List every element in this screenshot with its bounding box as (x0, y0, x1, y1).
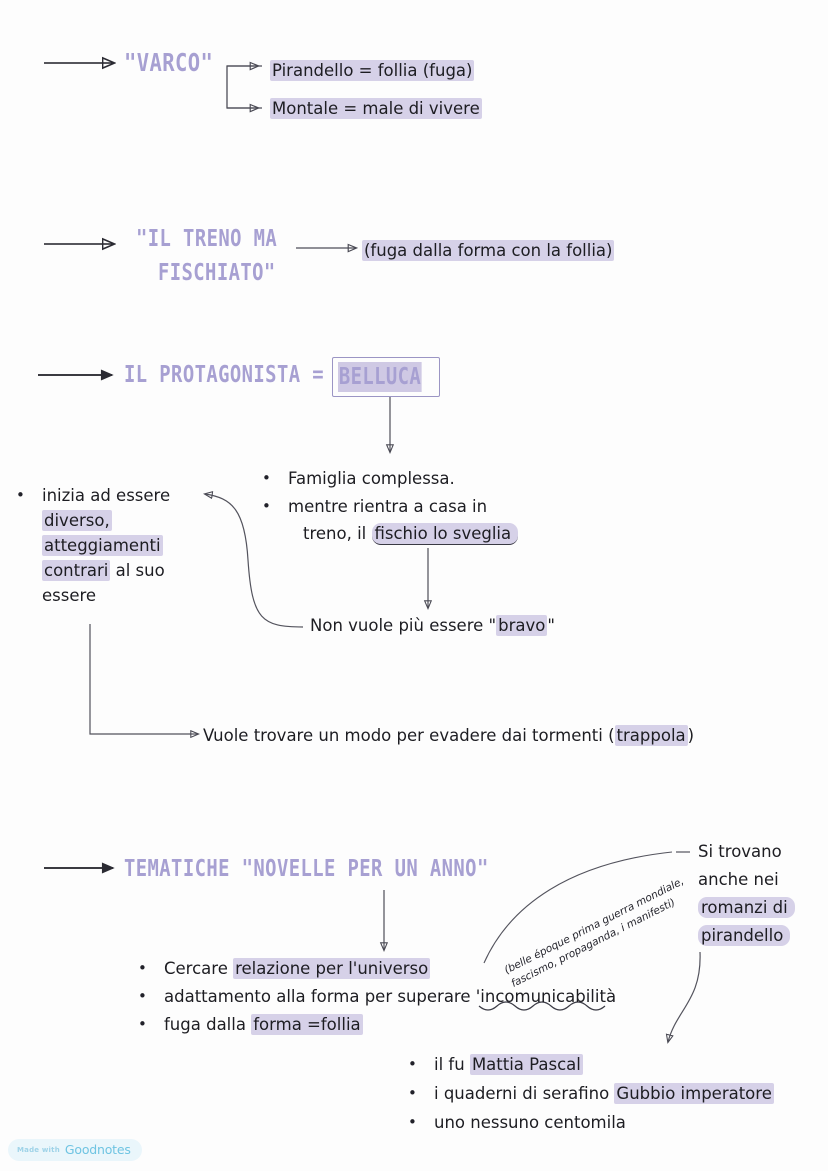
fischio-lo-sveglia-highlight: fischio lo sveglia (371, 523, 519, 545)
bullet-dot: • (138, 1015, 147, 1033)
treno-note: (fuga dalla forma con la follia) (362, 238, 615, 263)
atteggiamenti-highlight: atteggiamenti (42, 535, 163, 556)
romanzi-bullet-1-pre: il fu (434, 1055, 470, 1074)
list-item: • uno nessuno centomila (408, 1110, 626, 1135)
list-item: • mentre rientra a casa in (262, 494, 487, 519)
protagonista-bullet-1: Famiglia complessa. (288, 469, 455, 488)
tematiche-bullet-1: Cercare relazione per l'universo (164, 956, 431, 981)
tematiche-bullet-1-hl: relazione per l'universo (233, 958, 431, 979)
contrari-highlight: contrari (42, 560, 111, 581)
heading-varco: "VARCO" (124, 48, 214, 77)
belluca-term: BELLUCA (338, 362, 422, 392)
list-item: • Cercare relazione per l'universo (138, 956, 431, 981)
diverso-highlight: diverso, (42, 510, 112, 531)
bullet-dot: • (16, 486, 25, 504)
si-trovano-column: Si trovano anche nei romanzi di pirandel… (698, 838, 795, 950)
varco-branch-1: Pirandello = follia (fuga) (270, 58, 475, 83)
non-vuole-suffix: " (547, 616, 555, 635)
bullet-dot: • (408, 1113, 417, 1131)
watermark-brand: Goodnotes (64, 1142, 131, 1157)
tematiche-bullet-3-hl: forma =follia (251, 1014, 363, 1035)
varco-branch-2: Montale = male di vivere (270, 96, 482, 121)
heading-treno-line2: FISCHIATO" (158, 260, 276, 286)
heading-protagonista: IL PROTAGONISTA = (124, 362, 325, 388)
tematiche-bullet-2: adattamento alla forma per superare 'inc… (164, 984, 616, 1009)
protagonista-bullet-2: mentre rientra a casa in (288, 497, 488, 516)
bullet-dot: • (408, 1084, 417, 1102)
tematiche-bullet-3-pre: fuga dalla (164, 1015, 252, 1034)
trappola-highlight: trappola (614, 725, 688, 746)
list-item: • fuga dalla forma =follia (138, 1012, 363, 1037)
heading-tematiche: TEMATICHE "NOVELLE PER UN ANNO" (124, 856, 489, 882)
tematiche-bullet-1-pre: Cercare (164, 959, 234, 978)
protagonista-left-bullet: inizia ad essere diverso, atteggiamenti … (42, 483, 212, 608)
heading-treno-line1: "IL TRENO MA (136, 226, 278, 252)
romanzi-bullet-3-pre: uno nessuno centomila (434, 1113, 626, 1132)
vuole-trovare-modo: Vuole trovare un modo per evadere dai to… (203, 723, 694, 748)
rotated-note-line2: fascismo, propaganda, i manifesti) (509, 896, 678, 990)
bullet-dot: • (138, 987, 147, 1005)
list-item: • Famiglia complessa. (262, 466, 455, 491)
list-item: • inizia ad essere diverso, atteggiament… (16, 483, 216, 608)
romanzi-bullet-1: il fu Mattia Pascal (434, 1052, 583, 1077)
romanzi-bullet-2: i quaderni di serafino Gubbio imperatore (434, 1081, 774, 1106)
tematiche-bullet-3: fuga dalla forma =follia (164, 1012, 363, 1037)
protagonista-bullet-2-continuation: treno, il fischio lo sveglia (303, 521, 519, 546)
si-trovano-line2: anche nei (698, 870, 779, 889)
list-item: • il fu Mattia Pascal (408, 1052, 583, 1077)
bullet-dot: • (408, 1055, 417, 1073)
si-trovano-line1: Si trovano (698, 842, 782, 861)
evadere-prefix: Vuole trovare un modo per evadere dai to… (203, 726, 615, 745)
bullet-dot: • (138, 959, 147, 977)
tematiche-bullet-2-pre: adattamento alla forma per superare ' (164, 987, 481, 1006)
left-bullet-line1: inizia ad essere (42, 486, 171, 505)
left-bullet-last: essere (42, 586, 97, 605)
treno-prefix: treno, il (303, 524, 372, 543)
romanzi-bullet-2-pre: i quaderni di serafino (434, 1084, 615, 1103)
treno-note-text: (fuga dalla forma con la follia) (362, 240, 615, 261)
list-item: • i quaderni di serafino Gubbio imperato… (408, 1081, 774, 1106)
belluca-box (332, 357, 440, 397)
bravo-highlight: bravo (496, 615, 548, 636)
evadere-suffix: ) (687, 726, 695, 745)
non-vuole-prefix: Non vuole più essere " (310, 616, 497, 635)
varco-branch-1-text: Pirandello = follia (fuga) (270, 60, 475, 81)
watermark-made-with: Made with (17, 1145, 60, 1154)
goodnotes-watermark: Made with Goodnotes (8, 1139, 142, 1161)
romanzi-di-highlight: romanzi di (698, 897, 795, 918)
bullet-dot: • (262, 469, 271, 487)
varco-branch-2-text: Montale = male di vivere (270, 98, 482, 119)
rotated-note: (belle époque prima guerra mondiale, fas… (502, 874, 694, 991)
mattia-pascal-highlight: Mattia Pascal (469, 1054, 583, 1075)
incomunicabilita-text: incomunicabilità (480, 987, 617, 1006)
gubbio-imperatore-highlight: Gubbio imperatore (614, 1083, 774, 1104)
romanzi-bullet-3: uno nessuno centomila (434, 1110, 626, 1135)
rotated-note-line1: (belle époque prima guerra mondiale, (502, 875, 686, 977)
al-suo-text: al suo (110, 561, 165, 580)
pirandello-highlight: pirandello (698, 925, 791, 946)
list-item: • adattamento alla forma per superare 'i… (138, 984, 616, 1009)
non-vuole-bravo: Non vuole più essere "bravo" (310, 613, 555, 638)
bullet-dot: • (262, 497, 271, 515)
